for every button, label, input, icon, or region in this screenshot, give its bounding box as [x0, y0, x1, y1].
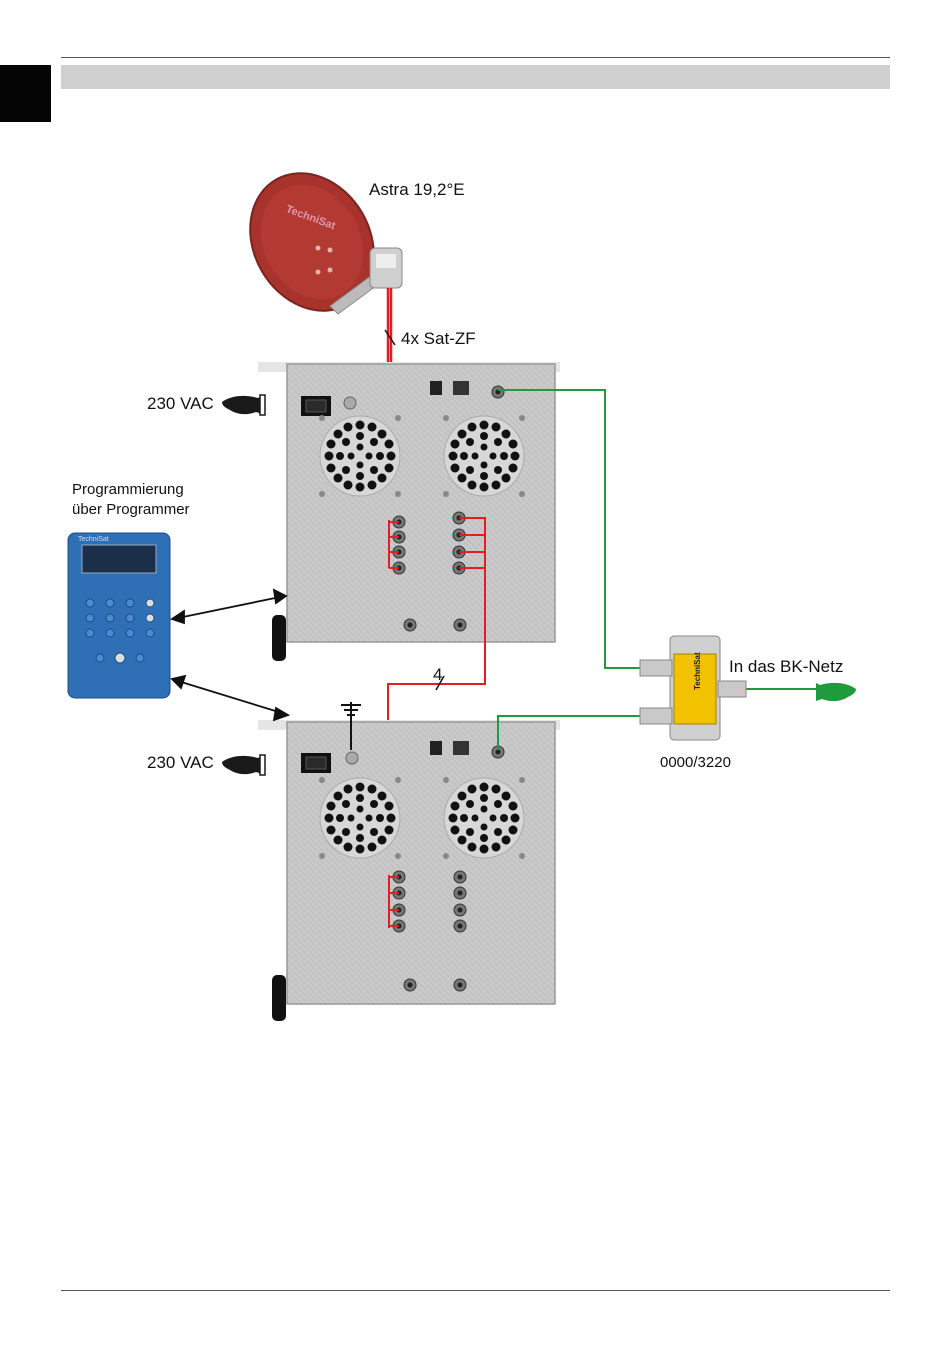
combiner-brand-text: TechniSat	[693, 652, 702, 690]
programmer-label-line1: Programmierung	[72, 481, 184, 498]
programmer-connection-arrows	[172, 590, 288, 720]
multiswitch-bottom	[258, 720, 560, 1021]
combiner-0000-3220: TechniSat	[640, 636, 746, 740]
power-label-top: 230 VAC	[147, 394, 214, 414]
sat-if-label: 4x Sat-ZF	[401, 329, 476, 349]
satellite-dish: TechniSat	[226, 151, 402, 334]
pointing-hand-icon	[816, 683, 856, 701]
programmer-device: TechniSat	[68, 533, 170, 698]
bk-network-label: In das BK-Netz	[729, 657, 843, 677]
multiswitch-top	[258, 362, 560, 661]
programmer-brand-text: TechniSat	[78, 536, 109, 543]
combiner-part-label: 0000/3220	[660, 754, 731, 771]
power-label-bottom: 230 VAC	[147, 753, 214, 773]
pointing-hand-icon	[222, 755, 265, 775]
cable-count-label: 4	[433, 665, 442, 685]
programmer-label-line2: über Programmer	[72, 501, 190, 518]
pointing-hand-icon	[222, 395, 265, 415]
satellite-label: Astra 19,2°E	[369, 180, 465, 200]
